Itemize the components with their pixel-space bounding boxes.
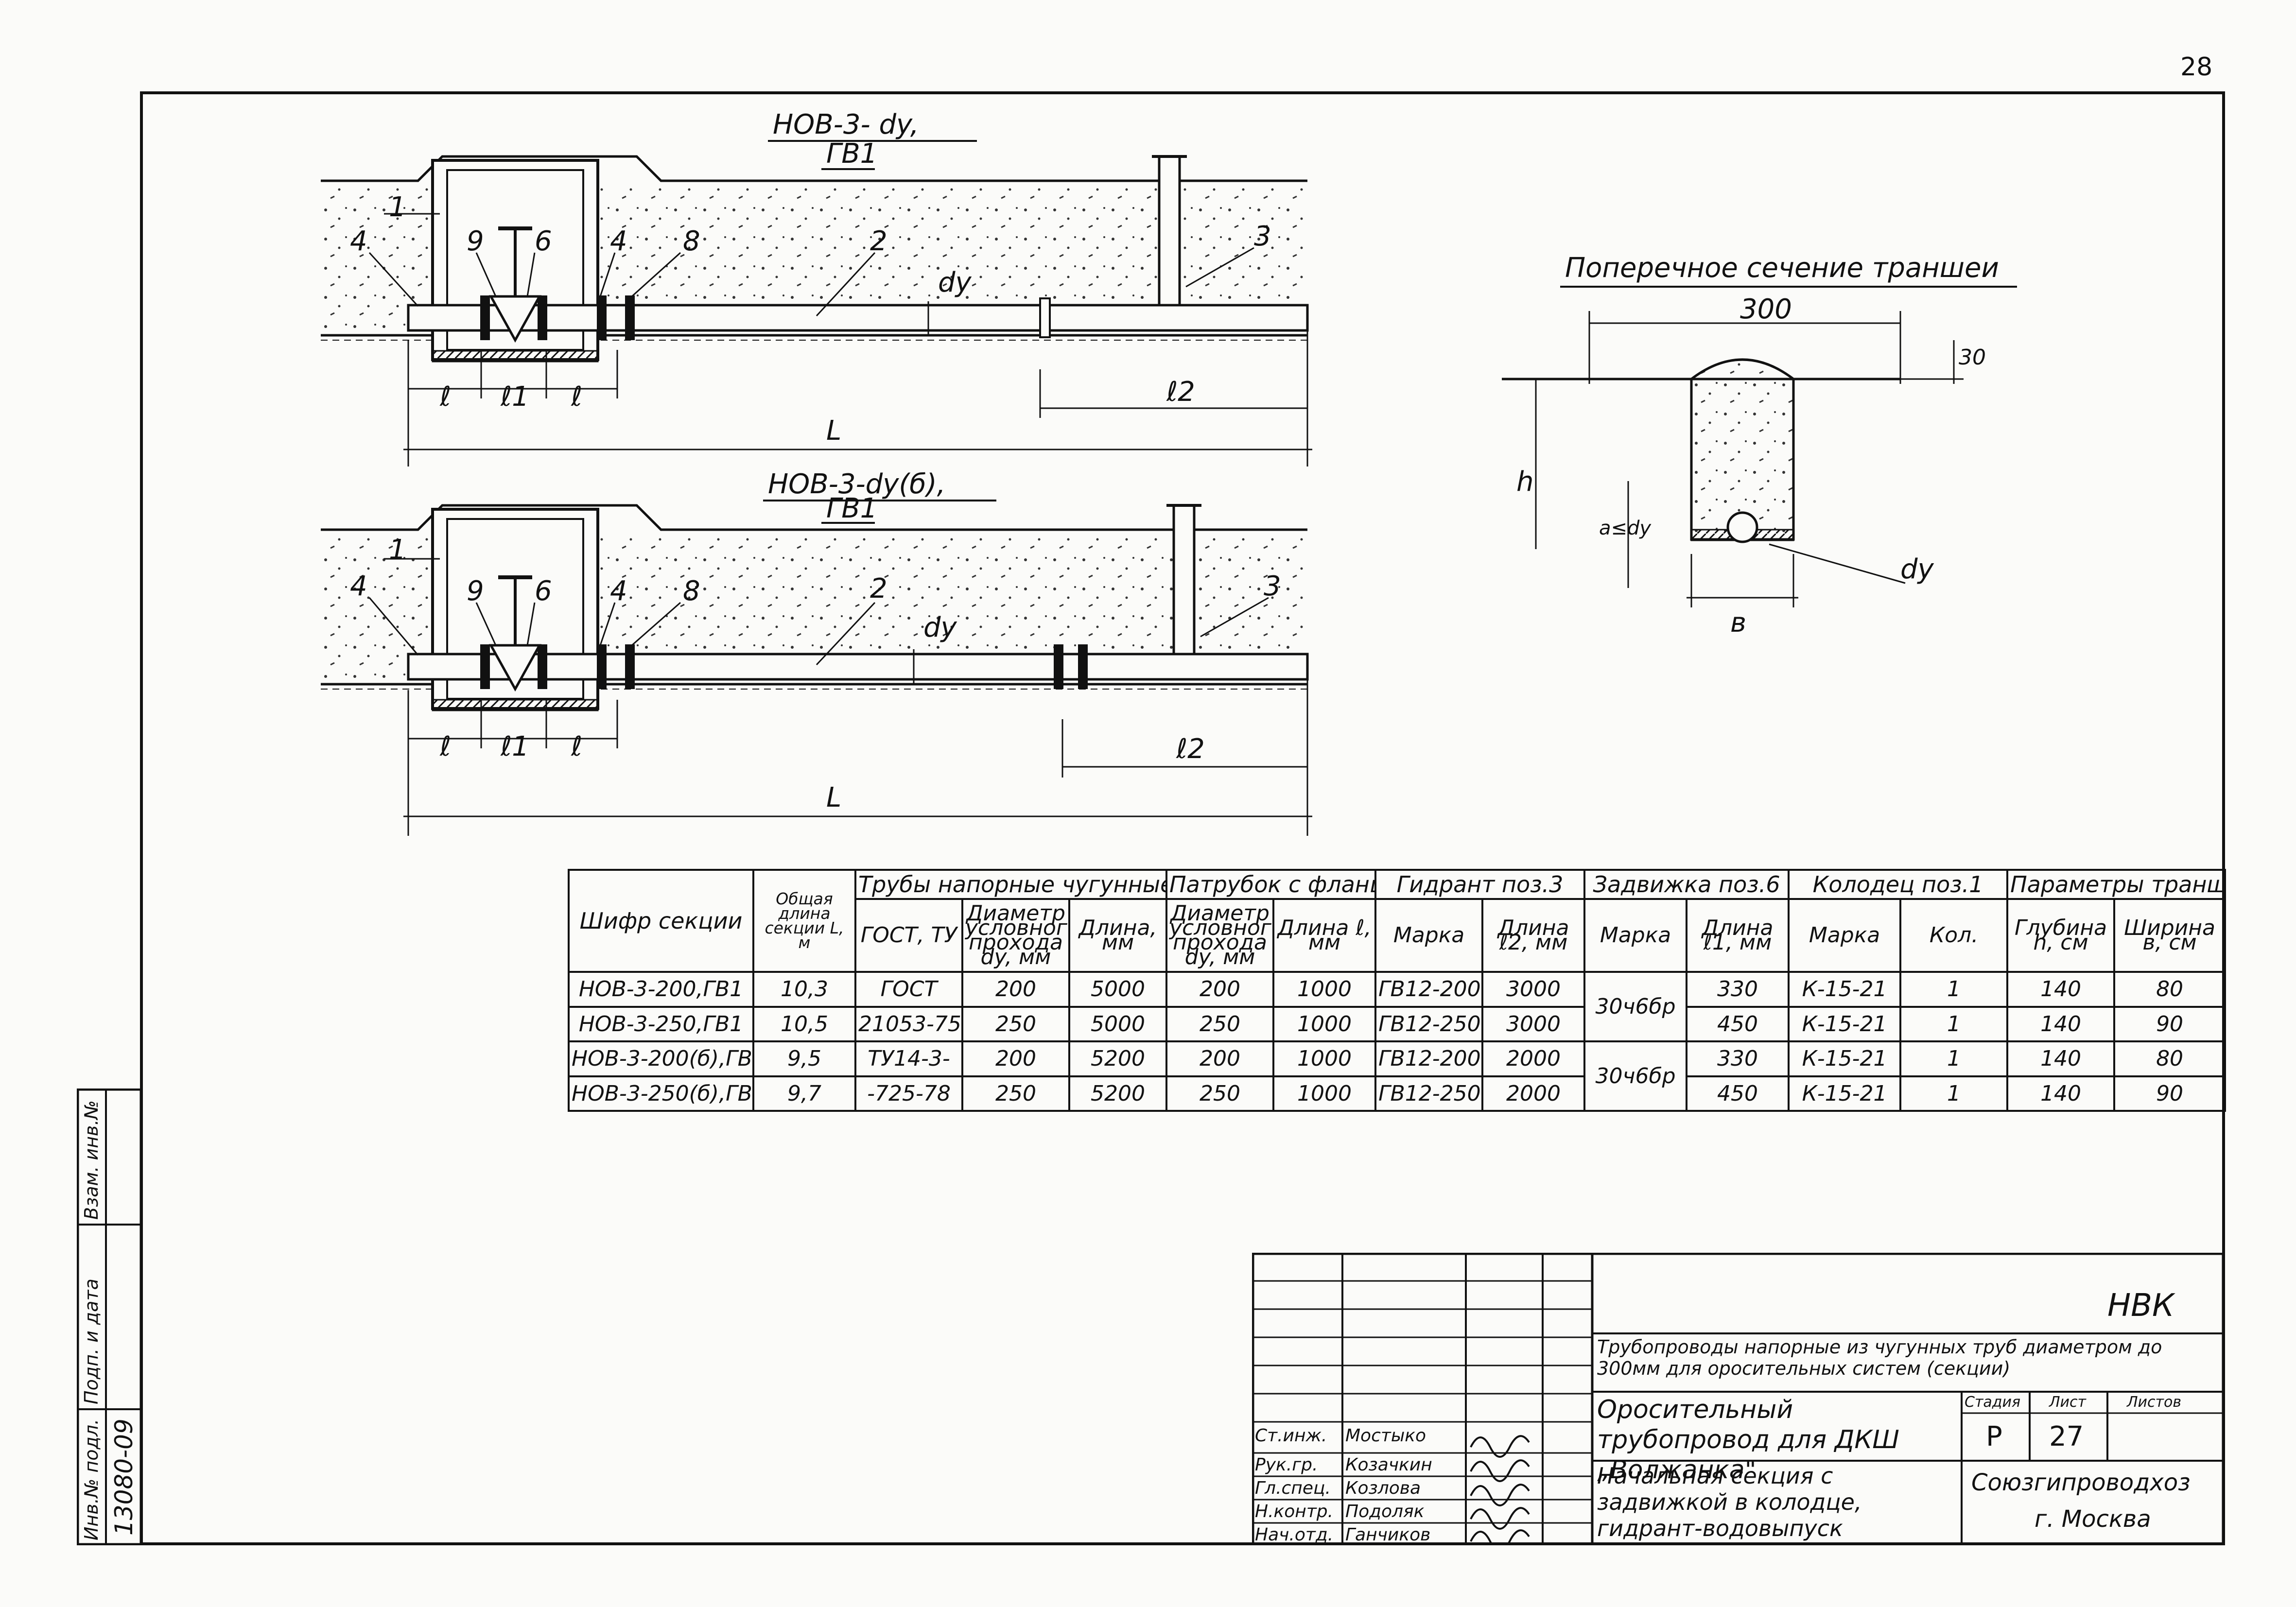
- svg-text:h: h: [1516, 466, 1534, 498]
- staff-name: Ганчиков: [1345, 1525, 1431, 1545]
- svg-text:4: 4: [350, 225, 367, 257]
- staff-role: Н.контр.: [1255, 1502, 1334, 1521]
- svg-text:ℓ: ℓ: [439, 731, 451, 762]
- svg-text:3: 3: [1254, 221, 1271, 252]
- sheet-value: 27: [2049, 1421, 2084, 1452]
- left-margin-stamp: Взам. инв.№ Подп. и дата Инв.№ подл. 130…: [77, 1089, 142, 1545]
- svg-text:ℓ1: ℓ1: [500, 381, 529, 413]
- staff-name: Козачкин: [1345, 1455, 1432, 1475]
- svg-text:L: L: [826, 782, 841, 813]
- col-branch: Патрубок с фланцем: [1165, 869, 1377, 900]
- stamp-inv-label: Инв.№ подл.: [81, 1418, 102, 1540]
- col-hydrant: Гидрант поз.3: [1374, 869, 1586, 900]
- svg-text:a≤dy: a≤dy: [1599, 517, 1652, 539]
- title-block-grid: [1252, 1253, 2224, 1545]
- sheet-title: Начальная секция с задвижкой в колодце, …: [1597, 1463, 1862, 1541]
- bottom-longitudinal-view: [321, 504, 1312, 836]
- svg-text:2: 2: [870, 225, 887, 257]
- top-view-title: НОВ-3- dy,: [773, 109, 919, 140]
- staff-name: Подоляк: [1345, 1502, 1425, 1521]
- col-trench: Параметры транш.: [2006, 869, 2226, 900]
- col-valve: Задвижка поз.6: [1583, 869, 1790, 900]
- top-view-subtitle: ГВ1: [826, 138, 877, 170]
- svg-text:1: 1: [389, 191, 406, 223]
- col-total-length: Общая длина секции L, м: [752, 869, 856, 973]
- object-title: Оросительный трубопровод для ДКШ „Волжан…: [1597, 1395, 1899, 1485]
- svg-text:L: L: [826, 415, 841, 447]
- svg-text:ℓ: ℓ: [571, 731, 582, 762]
- svg-text:2: 2: [870, 573, 887, 605]
- staff-name: Мостыко: [1345, 1426, 1426, 1446]
- svg-text:4: 4: [350, 570, 367, 602]
- drawing-frame: [140, 91, 2225, 1545]
- svg-text:9: 9: [467, 225, 484, 257]
- svg-text:ℓ2: ℓ2: [1166, 376, 1195, 408]
- svg-text:в: в: [1730, 607, 1746, 639]
- svg-text:30: 30: [1959, 345, 1986, 370]
- svg-text:9: 9: [467, 575, 484, 607]
- sheets-label: Листов: [2127, 1394, 2182, 1411]
- svg-text:ℓ: ℓ: [571, 381, 582, 413]
- svg-text:4: 4: [610, 225, 627, 257]
- svg-text:ℓ: ℓ: [439, 381, 451, 413]
- col-cipher: Шифр секции: [568, 869, 754, 973]
- staff-name: Козлова: [1345, 1478, 1421, 1498]
- city: г. Москва: [2035, 1505, 2151, 1533]
- svg-text:3: 3: [1264, 570, 1281, 602]
- stamp-vzam-label: Взам. инв.№: [81, 1100, 102, 1220]
- svg-text:ℓ1: ℓ1: [500, 731, 529, 762]
- staff-role: Рук.гр.: [1255, 1455, 1318, 1475]
- album-title: Трубопроводы напорные из чугунных труб д…: [1597, 1336, 2162, 1379]
- drawing-code: НВК: [2107, 1288, 2174, 1324]
- svg-text:dy: dy: [1900, 553, 1934, 585]
- svg-text:4: 4: [610, 575, 627, 607]
- svg-text:300: 300: [1740, 294, 1792, 325]
- staff-role: Нач.отд.: [1255, 1525, 1334, 1545]
- spec-table: Шифр секции Общая длина секции L, м Труб…: [568, 869, 2226, 1112]
- signatures: [1470, 1435, 1530, 1545]
- sheet-label: Лист: [2049, 1394, 2087, 1411]
- page-number: 28: [2180, 52, 2213, 82]
- top-view-labels: НОВ-3- dy, ГВ1 1 4 9 6 4 8 2 3 dy ℓ ℓ1 ℓ…: [350, 109, 1271, 447]
- svg-text:8: 8: [683, 575, 700, 607]
- title-block: НВК Трубопроводы напорные из чугунных тр…: [1252, 1253, 2224, 1545]
- organization: Союзгипроводхоз: [1971, 1469, 2191, 1496]
- stamp-sign-label: Подп. и дата: [81, 1279, 102, 1404]
- svg-text:6: 6: [535, 575, 552, 607]
- col-pipes: Трубы напорные чугунные: [854, 869, 1168, 900]
- svg-text:8: 8: [683, 225, 700, 257]
- staff-role: Ст.инж.: [1255, 1426, 1327, 1446]
- svg-text:dy: dy: [923, 612, 957, 643]
- svg-text:1: 1: [389, 534, 406, 566]
- svg-text:ℓ2: ℓ2: [1176, 733, 1205, 765]
- svg-text:dy: dy: [938, 267, 972, 298]
- bottom-view-subtitle: ГВ1: [826, 493, 877, 524]
- svg-text:6: 6: [535, 225, 552, 257]
- section-title: Поперечное сечение траншеи: [1565, 252, 1999, 284]
- stage-label: Стадия: [1965, 1394, 2021, 1411]
- trench-cross-section: [1502, 311, 1964, 607]
- stage-value: Р: [1986, 1421, 2002, 1452]
- col-well: Колодец поз.1: [1788, 869, 2009, 900]
- stamp-inv-value: 13080-09: [110, 1418, 138, 1536]
- bottom-view-labels: НОВ-3-dy(б), ГВ1 1 4 9 6 4 8 2 3 dy ℓ ℓ1…: [350, 468, 1281, 813]
- cross-section-labels: Поперечное сечение траншеи 300 30 h a≤dy…: [1516, 252, 2017, 639]
- bottom-view-title: НОВ-3-dy(б),: [768, 468, 945, 500]
- top-longitudinal-view: [321, 155, 1312, 467]
- staff-role: Гл.спец.: [1255, 1478, 1331, 1498]
